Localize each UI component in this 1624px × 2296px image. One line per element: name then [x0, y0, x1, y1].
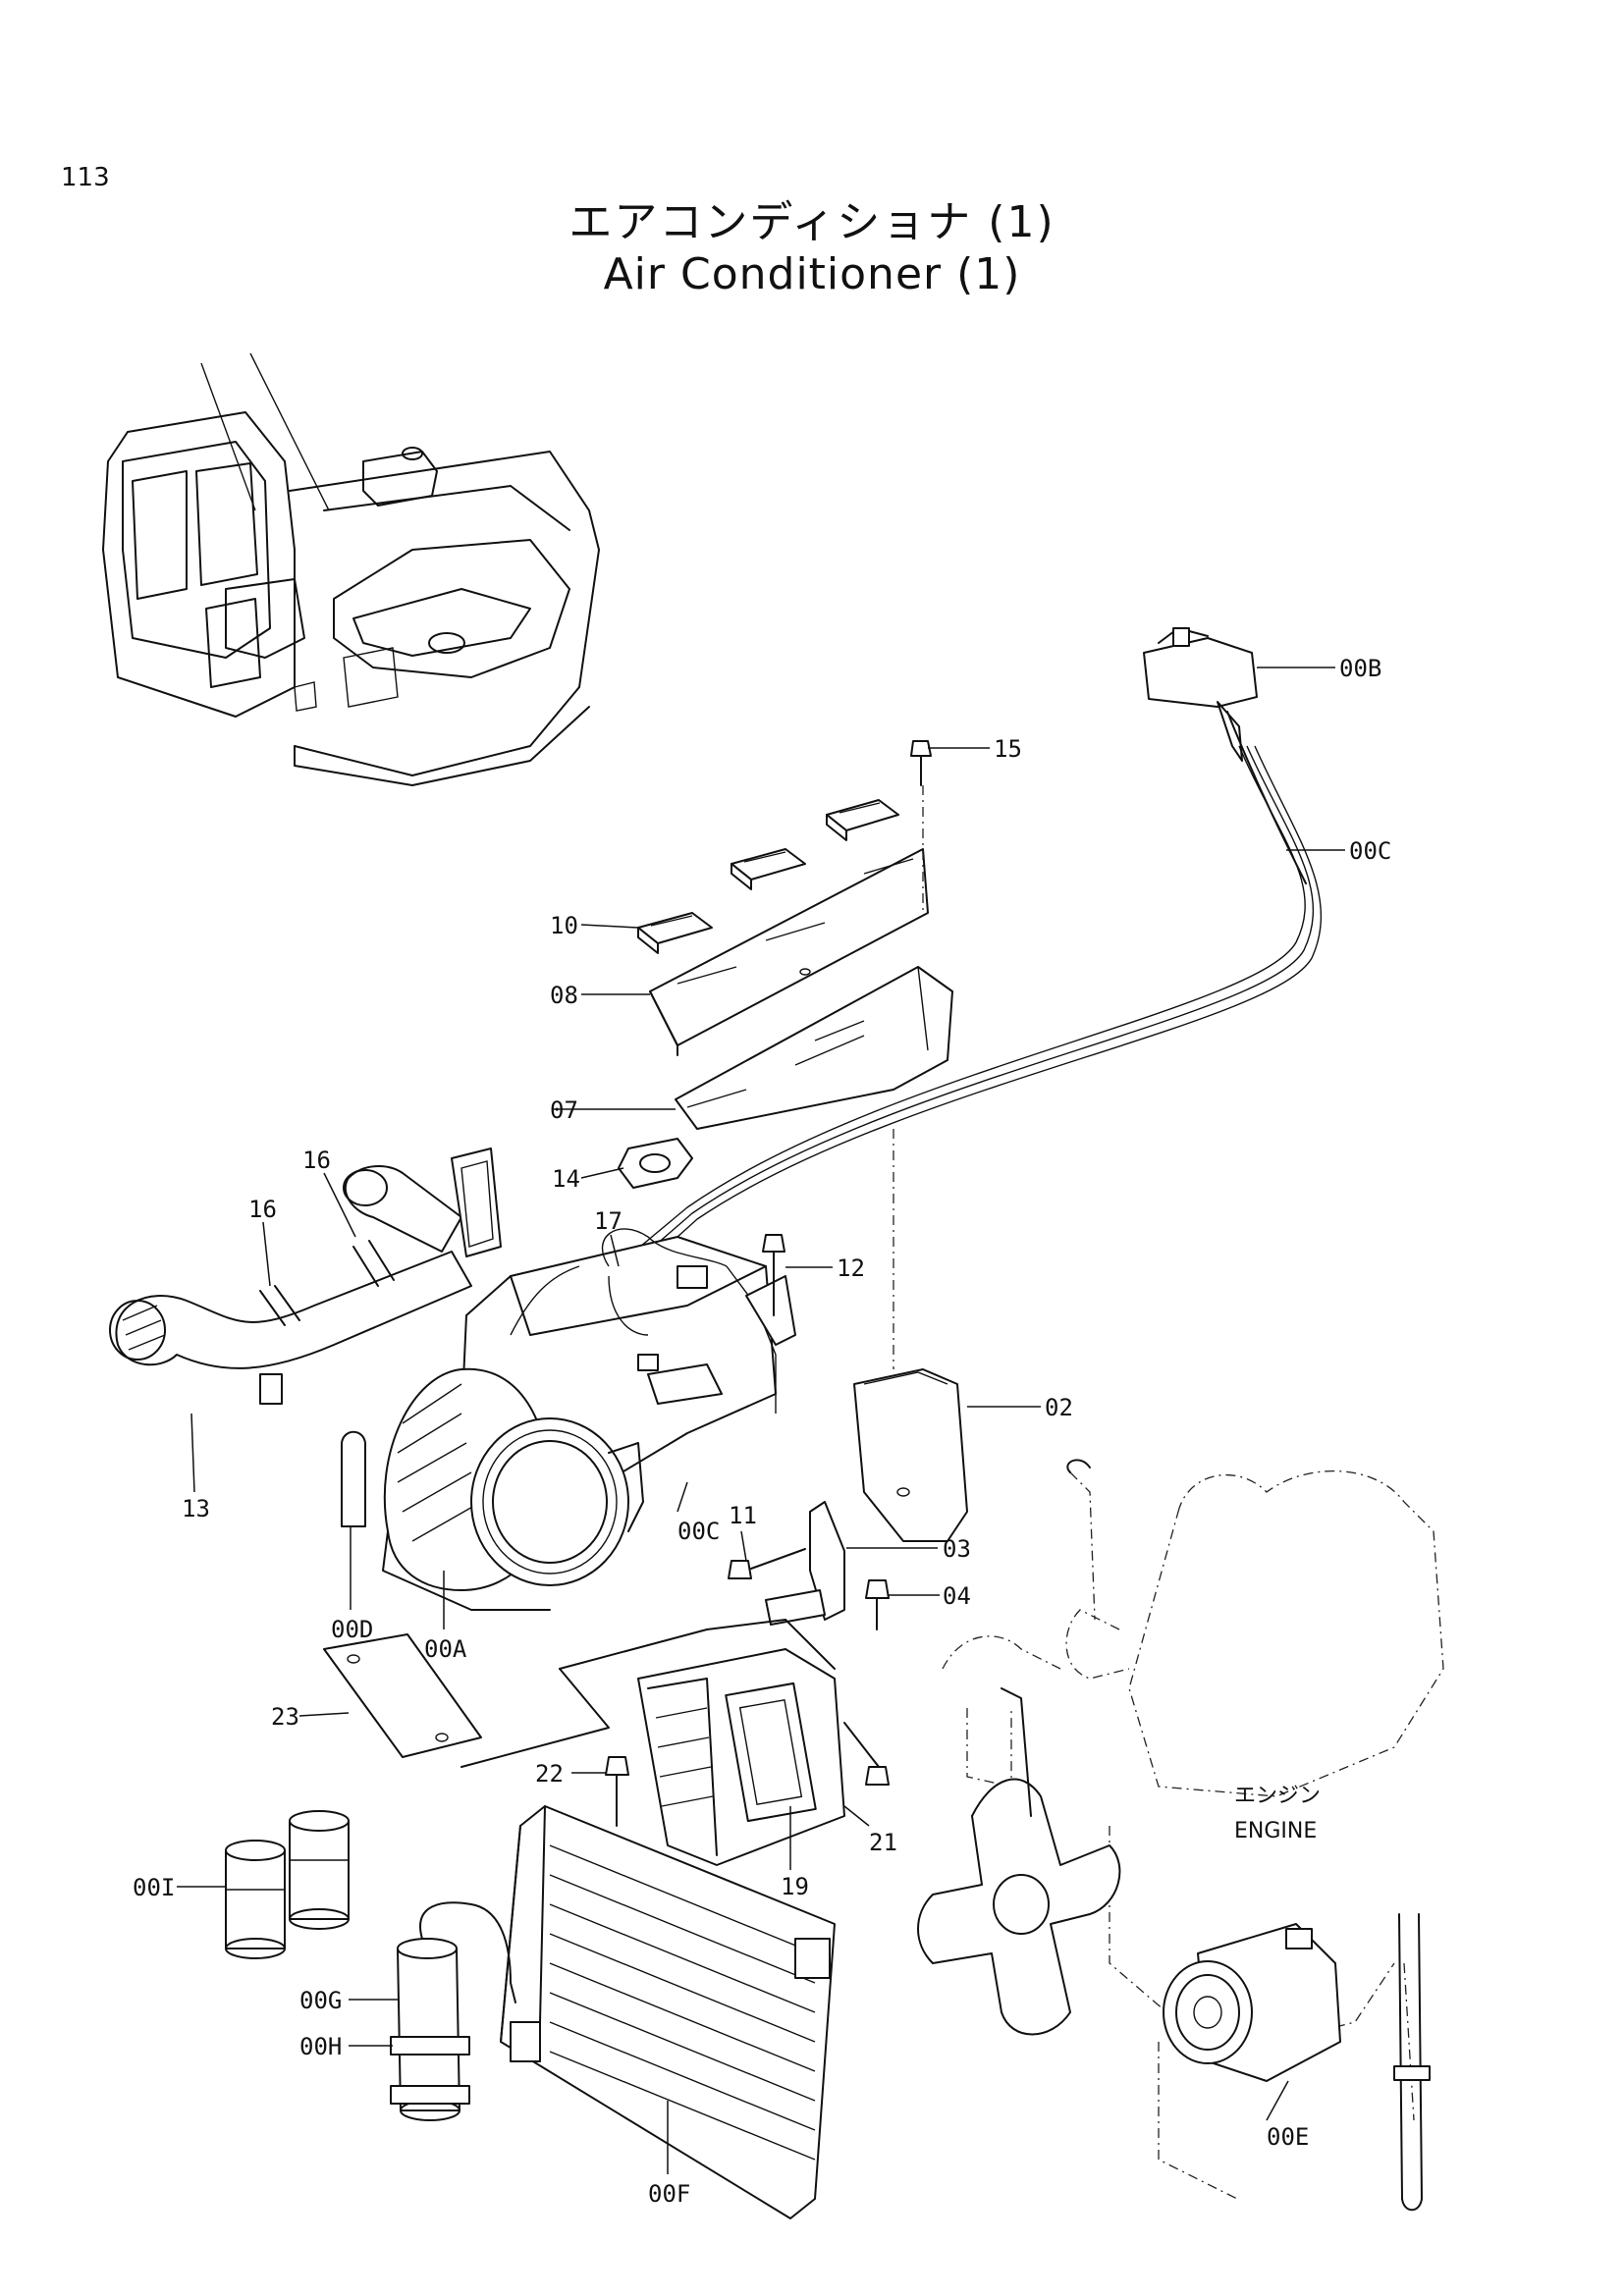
part-03-bracket — [765, 1501, 845, 1626]
callout-00C-top: 00C — [1349, 837, 1391, 865]
excavator-overview-illustration — [102, 352, 600, 786]
callout-07: 07 — [550, 1096, 578, 1124]
part-04-bolt — [865, 1579, 890, 1630]
engine-note-japanese: エンジン — [1234, 1784, 1321, 1808]
engine-cooling-fan — [917, 1687, 1121, 2036]
callout-00C-mid: 00C — [677, 1518, 720, 1545]
part-00I-refrigerant-cans — [225, 1810, 350, 1959]
part-00C-control-cables — [627, 745, 1322, 1273]
part-02-air-duct — [853, 1129, 968, 1542]
callout-13: 13 — [182, 1495, 210, 1522]
engine-dipstick-pipe — [1393, 1913, 1431, 2212]
part-00A-heater-unit — [382, 1236, 777, 1611]
part-14-grommet — [618, 1138, 693, 1189]
part-23-cover-plate — [323, 1633, 482, 1758]
callout-16-b: 16 — [248, 1196, 277, 1223]
engine-note: エンジン ENGINE — [1234, 1784, 1321, 1843]
part-12-bolt — [762, 1234, 785, 1316]
part-15-bolt — [910, 740, 932, 786]
callout-08: 08 — [550, 982, 578, 1009]
part-17-harness — [602, 1228, 796, 1414]
callout-00H: 00H — [299, 2033, 342, 2060]
callout-leader-lines — [177, 667, 1345, 2174]
callout-19: 19 — [781, 1873, 809, 1900]
part-08-duct-cover — [649, 785, 929, 1056]
engine-phantom-outline — [942, 1459, 1444, 2200]
part-00D-drain-hose — [341, 1430, 366, 1527]
part-00E-ac-compressor — [1163, 1923, 1341, 2082]
callout-17: 17 — [594, 1207, 623, 1235]
callout-12: 12 — [837, 1255, 865, 1282]
callout-00I: 00I — [133, 1874, 175, 1901]
callout-labels: 00B 15 00C 10 08 07 14 16 16 17 12 13 02… — [133, 655, 1391, 2208]
callout-15: 15 — [994, 735, 1022, 763]
engine-note-english: ENGINE — [1234, 1819, 1317, 1843]
part-21-bolt — [843, 1722, 890, 1786]
callout-00A: 00A — [424, 1635, 467, 1663]
page-number: 113 — [61, 163, 110, 192]
page-title-japanese: エアコンディショナ (1) — [568, 197, 1056, 247]
callout-14: 14 — [552, 1165, 580, 1193]
callout-22: 22 — [535, 1760, 564, 1788]
part-16-hose-clamps — [259, 1240, 395, 1405]
callout-00E: 00E — [1267, 2123, 1309, 2151]
callout-03: 03 — [943, 1535, 971, 1563]
part-19-evaporator — [460, 1619, 845, 1866]
callout-02: 02 — [1045, 1394, 1073, 1421]
callout-23: 23 — [271, 1703, 299, 1731]
part-00H-drier-bracket — [390, 2036, 470, 2105]
part-13-air-hose — [109, 1148, 502, 1369]
callout-11: 11 — [729, 1502, 757, 1529]
callout-21: 21 — [869, 1829, 897, 1856]
callout-00F: 00F — [648, 2180, 690, 2208]
callout-00G: 00G — [299, 1987, 342, 2014]
part-00B-control-head — [1143, 627, 1307, 884]
part-00F-condenser — [500, 1805, 836, 2219]
part-07-air-duct — [675, 966, 953, 1130]
callout-16-a: 16 — [302, 1147, 331, 1174]
part-00G-receiver-drier — [397, 1901, 516, 2121]
callout-00D: 00D — [331, 1616, 373, 1643]
page-title-english: Air Conditioner (1) — [603, 249, 1021, 299]
part-10-louver-grilles — [637, 799, 899, 954]
part-22-bolt — [605, 1756, 629, 1827]
part-11-bolt — [728, 1548, 806, 1579]
callout-10: 10 — [550, 912, 578, 939]
callout-04: 04 — [943, 1582, 971, 1610]
callout-00B: 00B — [1339, 655, 1381, 682]
